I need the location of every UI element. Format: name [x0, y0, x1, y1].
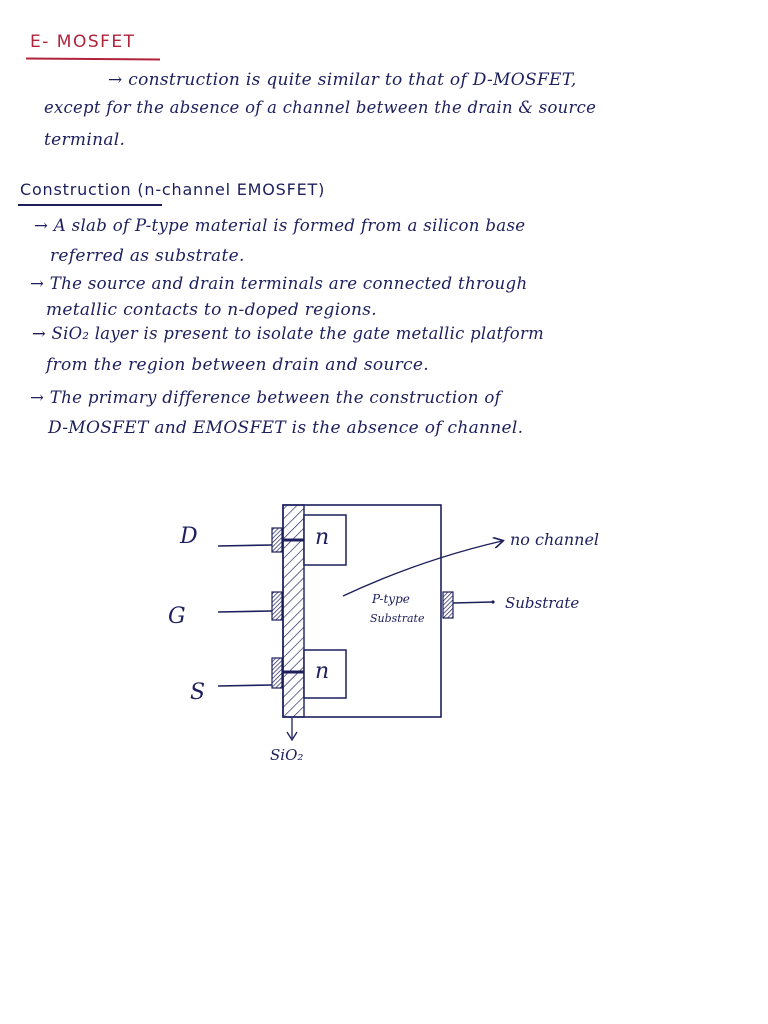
- oxide-layer: [282, 504, 305, 718]
- gate-lead: [217, 610, 273, 613]
- no-channel-arrow: [342, 541, 502, 597]
- terminal-s-label: S: [190, 680, 206, 705]
- drain-contact: [271, 527, 283, 553]
- body-label-ptype: P-type: [372, 592, 410, 606]
- page-title: E- MOSFET: [30, 32, 136, 52]
- no-channel-label: no channel: [510, 530, 600, 549]
- substrate-lead: [452, 601, 493, 604]
- intro-line-1: → construction is quite similar to that …: [108, 70, 577, 90]
- point-1-line-1: → A slab of P-type material is formed fr…: [34, 216, 526, 235]
- source-lead: [217, 684, 273, 687]
- oxide-label: SiO₂: [270, 746, 304, 764]
- point-4-line-2: D-MOSFET and EMOSFET is the absence of c…: [48, 418, 524, 438]
- point-4-line-1: → The primary difference between the con…: [30, 388, 502, 407]
- n-region-drain-label: n: [315, 525, 330, 550]
- terminal-g-label: G: [168, 604, 186, 629]
- terminal-d-label: D: [180, 524, 198, 549]
- point-3-line-1: → SiO₂ layer is present to isolate the g…: [32, 324, 544, 343]
- point-2-line-1: → The source and drain terminals are con…: [30, 274, 528, 293]
- point-3-line-2: from the region between drain and source…: [46, 355, 429, 375]
- heading-underline: [18, 204, 162, 206]
- gate-contact: [271, 591, 283, 621]
- intro-line-2: except for the absence of a channel betw…: [44, 98, 597, 117]
- body-label-substrate: Substrate: [370, 612, 425, 625]
- source-contact: [271, 657, 283, 689]
- substrate-contact: [442, 591, 454, 619]
- point-1-line-2: referred as substrate.: [50, 246, 245, 266]
- drain-lead: [217, 544, 273, 547]
- point-2-line-2: metallic contacts to n-doped regions.: [46, 300, 377, 320]
- n-region-source-label: n: [315, 659, 330, 684]
- substrate-terminal-label: Substrate: [505, 594, 580, 612]
- n-region-source: [303, 649, 347, 699]
- intro-line-3: terminal.: [44, 130, 126, 150]
- section-heading: Construction (n-channel EMOSFET): [20, 180, 326, 199]
